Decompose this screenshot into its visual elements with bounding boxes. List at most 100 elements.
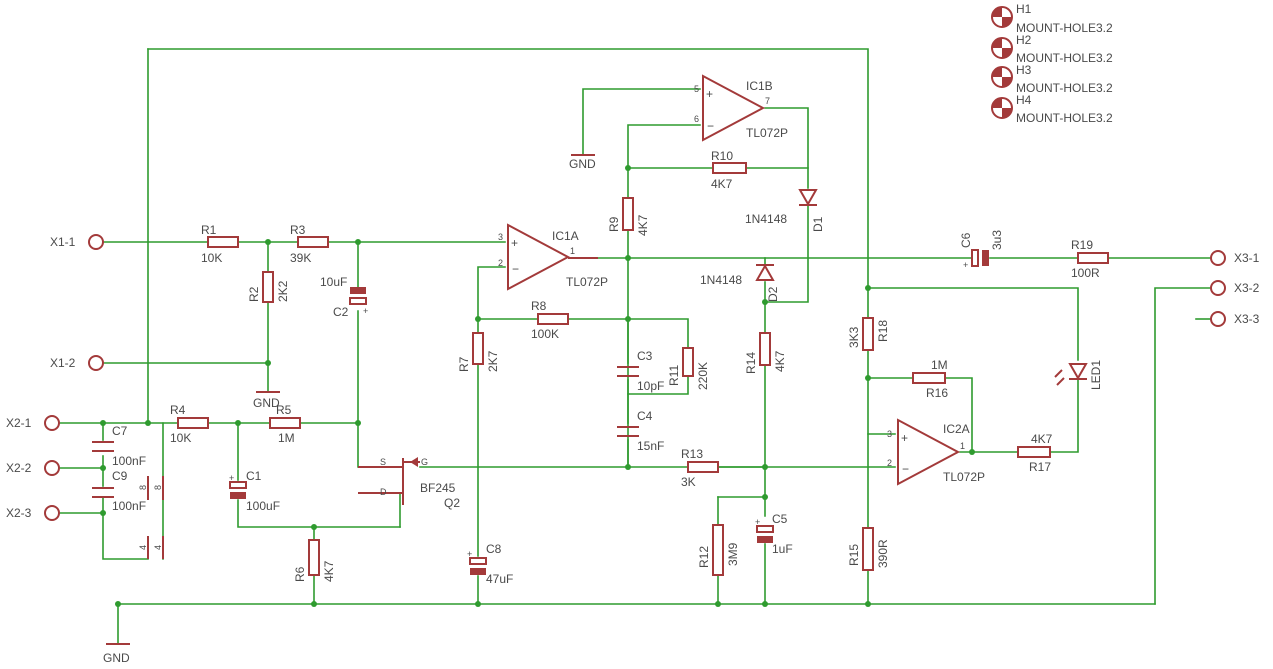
svg-text:MOUNT-HOLE3.2: MOUNT-HOLE3.2 (1016, 21, 1113, 35)
resistor-r5[interactable]: R5 1M (269, 403, 301, 445)
mount-hole-h4[interactable]: H4 MOUNT-HOLE3.2 (991, 93, 1113, 125)
mount-hole-h3[interactable]: H3 MOUNT-HOLE3.2 (991, 63, 1113, 95)
svg-text:3u3: 3u3 (990, 230, 1004, 250)
opamp-ic1a[interactable]: + − 3 2 1 IC1A TL072P (498, 223, 608, 291)
connector-x3-1[interactable]: X3-1 (1210, 250, 1260, 266)
svg-text:H1: H1 (1016, 2, 1032, 16)
svg-text:C4: C4 (637, 409, 653, 423)
resistor-r7[interactable]: R7 2K7 (457, 332, 500, 372)
capacitor-c9[interactable]: C9 100nF (92, 469, 146, 513)
resistor-r2[interactable]: R2 2K2 (247, 271, 290, 303)
svg-text:47uF: 47uF (486, 572, 513, 586)
ground-icon: GND (103, 643, 130, 665)
connector-x3-3[interactable]: X3-3 (1195, 311, 1260, 327)
svg-text:MOUNT-HOLE3.2: MOUNT-HOLE3.2 (1016, 51, 1113, 65)
capacitor-c3[interactable]: C3 10pF (617, 349, 664, 393)
opamp-ic1b[interactable]: + − 5 6 7 IC1B TL072P (694, 74, 788, 142)
resistor-r15[interactable]: R15 390R (847, 527, 890, 571)
svg-text:H4: H4 (1016, 93, 1032, 107)
svg-text:−: − (902, 462, 909, 476)
svg-text:GND: GND (103, 651, 130, 665)
svg-text:1: 1 (570, 246, 575, 256)
svg-text:100K: 100K (531, 327, 559, 341)
resistor-r14[interactable]: R14 4K7 (744, 332, 787, 374)
mount-hole-h2[interactable]: H2 MOUNT-HOLE3.2 (991, 33, 1113, 65)
svg-text:IC1A: IC1A (552, 229, 579, 243)
svg-text:R17: R17 (1029, 460, 1051, 474)
resistor-r11[interactable]: R11 220K (667, 347, 710, 390)
connector-x2-2[interactable]: X2-2 (6, 460, 60, 476)
mount-holes: H1 MOUNT-HOLE3.2 H2 MOUNT-HOLE3.2 H3 MOU… (991, 2, 1113, 125)
capacitor-c5[interactable]: + C5 1uF (755, 512, 793, 556)
svg-text:4K7: 4K7 (711, 177, 733, 191)
diode-d1[interactable]: 1N4148 D1 (745, 189, 825, 232)
svg-text:D1: D1 (811, 216, 825, 232)
svg-text:5: 5 (694, 84, 699, 94)
svg-text:G: G (421, 457, 428, 467)
svg-text:R8: R8 (531, 299, 547, 313)
svg-text:C8: C8 (486, 542, 502, 556)
capacitors: 10uF C2 + + C1 100uF + C8 47uF + C5 1uF (92, 230, 1004, 586)
ic-power-pins: 8 8 4 4 (138, 476, 164, 559)
resistor-r18[interactable]: 3K3 R18 (847, 317, 890, 351)
svg-text:R11: R11 (667, 365, 681, 386)
resistor-r16[interactable]: 1M R16 (912, 358, 948, 400)
resistor-r17[interactable]: 4K7 R17 (1017, 432, 1053, 474)
svg-text:+: + (901, 431, 908, 445)
resistor-r9[interactable]: R9 4K7 (607, 197, 650, 236)
resistor-r13[interactable]: R13 3K (681, 447, 719, 489)
connector-x2-3[interactable]: X2-3 (6, 505, 60, 521)
led-led1[interactable]: LED1 (1054, 360, 1103, 390)
svg-text:X1-1: X1-1 (50, 235, 76, 249)
svg-text:3: 3 (887, 429, 892, 439)
svg-text:LED1: LED1 (1089, 360, 1103, 390)
capacitor-c1[interactable]: + C1 100uF (229, 469, 280, 513)
resistor-r19[interactable]: R19 100R (1071, 238, 1109, 280)
svg-text:BF245: BF245 (420, 481, 456, 495)
transistor-q2[interactable]: S G D BF245 Q2 (358, 457, 460, 510)
resistors: R1 10K R3 39K R4 10K R5 1M R8 100K R10 4… (170, 149, 1109, 582)
svg-text:C6: C6 (959, 232, 973, 248)
wires (58, 48, 1211, 645)
connector-x2-1[interactable]: X2-1 (6, 415, 60, 431)
svg-text:H2: H2 (1016, 33, 1032, 47)
resistor-r10[interactable]: R10 4K7 (711, 149, 747, 191)
svg-text:IC1B: IC1B (746, 79, 773, 93)
svg-text:+: + (229, 473, 234, 483)
svg-text:1N4148: 1N4148 (700, 273, 742, 287)
capacitor-c2[interactable]: 10uF C2 + (320, 275, 368, 319)
svg-text:TL072P: TL072P (943, 470, 985, 484)
connector-x1-2[interactable]: X1-2 (50, 355, 104, 371)
capacitor-c7[interactable]: C7 100nF (92, 424, 146, 468)
capacitor-c6[interactable]: + C6 3u3 (959, 230, 1004, 270)
svg-text:100uF: 100uF (246, 499, 280, 513)
svg-text:15nF: 15nF (637, 439, 664, 453)
svg-text:X3-3: X3-3 (1234, 312, 1260, 326)
resistor-r6[interactable]: R6 4K7 (293, 539, 336, 582)
resistor-r3[interactable]: R3 39K (290, 223, 329, 265)
resistor-r4[interactable]: R4 10K (170, 403, 209, 445)
mount-hole-h1[interactable]: H1 MOUNT-HOLE3.2 (991, 2, 1113, 35)
svg-text:3K: 3K (681, 475, 696, 489)
connector-x1-1[interactable]: X1-1 (50, 234, 104, 250)
svg-text:7: 7 (765, 96, 770, 106)
svg-text:−: − (707, 119, 714, 133)
svg-text:10K: 10K (170, 431, 191, 445)
opamp-ic2a[interactable]: + − 3 2 1 IC2A TL072P (887, 418, 985, 486)
svg-text:Q2: Q2 (444, 496, 460, 510)
connector-x3-2[interactable]: X3-2 (1210, 280, 1260, 296)
svg-text:4: 4 (138, 545, 148, 550)
svg-text:−: − (512, 262, 519, 276)
capacitor-c8[interactable]: + C8 47uF (467, 542, 513, 586)
svg-text:3K3: 3K3 (847, 326, 861, 348)
svg-text:X3-1: X3-1 (1234, 251, 1260, 265)
resistor-r8[interactable]: R8 100K (531, 299, 569, 341)
resistor-r12[interactable]: R12 3M9 (697, 524, 740, 576)
resistor-r1[interactable]: R1 10K (201, 223, 239, 265)
ground-symbols: GND GND GND (103, 154, 596, 665)
svg-text:X3-2: X3-2 (1234, 281, 1260, 295)
diode-d2[interactable]: 1N4148 D2 (700, 263, 780, 302)
ground-icon: GND (569, 154, 596, 171)
svg-text:8: 8 (138, 485, 148, 490)
capacitor-c4[interactable]: C4 15nF (617, 409, 664, 453)
